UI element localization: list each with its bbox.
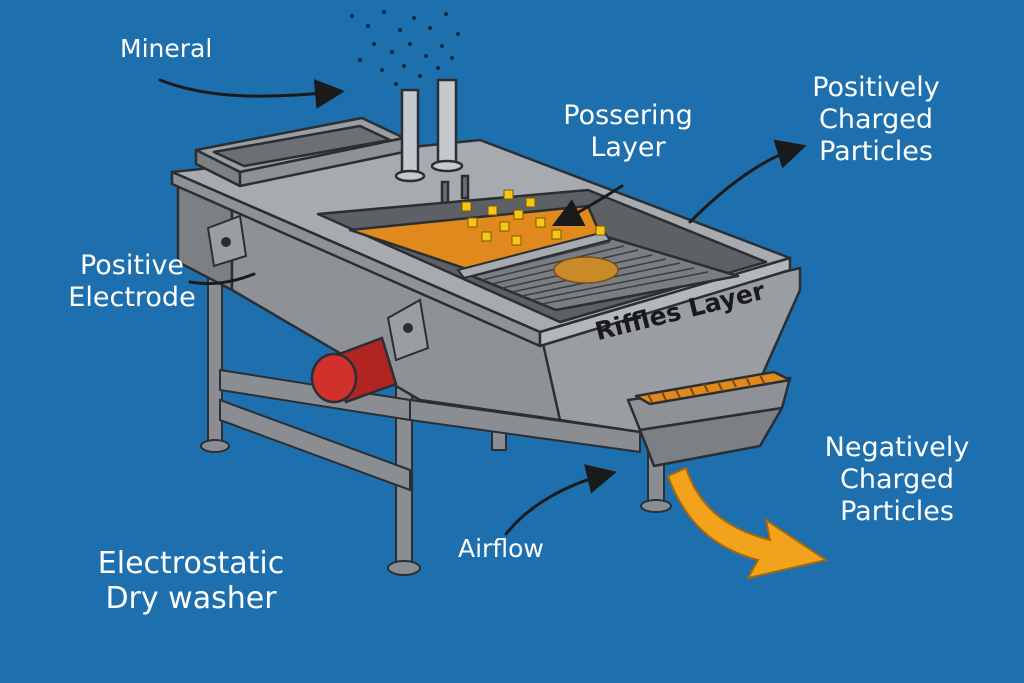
negatively-charged-label: Negatively Charged Particles [824,432,970,527]
yellow-particles [461,189,606,246]
motor [310,336,398,404]
positively-arrow [688,139,807,224]
diagram-title: Electrostatic Dry washer [97,546,285,617]
brackets [206,214,430,362]
positive-electrode-label: Positive Electrode [68,250,196,313]
mineral-arrow [158,78,345,109]
mineral-label: Mineral [120,34,213,63]
possering-arrow [551,184,624,227]
output-arrow [666,466,829,580]
discharge-chute [626,370,792,468]
airflow-arrow [504,464,617,536]
electrode-leader [188,272,256,286]
divider-plate [456,230,612,280]
possering-layer-label: Possering Layer [563,100,693,163]
frame-legs [200,257,672,576]
feed-pipes [394,78,470,206]
feed-hopper [194,116,406,188]
collected-particles [553,256,619,284]
mineral-spray [350,10,460,94]
chute-riffles [647,374,765,403]
positively-charged-label: Positively Charged Particles [812,72,940,167]
airflow-label: Airflow [458,534,544,563]
